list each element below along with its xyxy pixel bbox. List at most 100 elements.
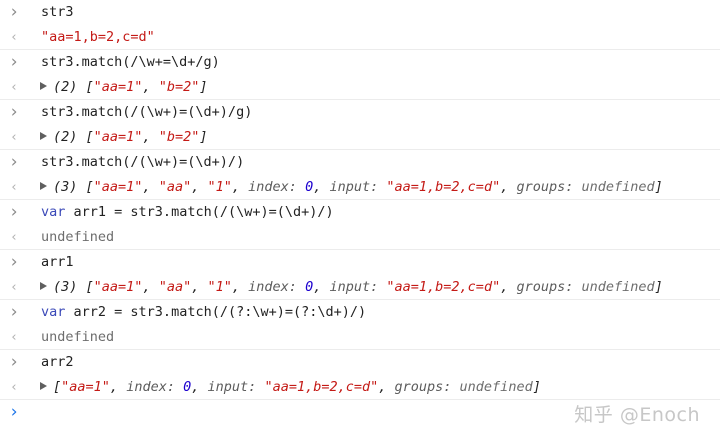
command-text: str3.match(/\w+=\d+/g) bbox=[41, 54, 220, 70]
index-key: index: bbox=[126, 378, 175, 395]
result-chevron-icon bbox=[7, 125, 21, 150]
console-line: (2) ["aa=1", "b=2"] bbox=[40, 75, 208, 100]
console-row: (3) ["aa=1", "aa", "1", index: 0, input:… bbox=[0, 175, 720, 200]
array-preview[interactable]: (3) ["aa=1", "aa", "1", index: 0, input:… bbox=[53, 278, 663, 295]
var-keyword: var bbox=[41, 304, 66, 320]
input-chevron-icon bbox=[7, 250, 21, 275]
index-value: 0 bbox=[183, 378, 192, 395]
input-chevron-icon bbox=[7, 100, 21, 125]
index-value: 0 bbox=[305, 178, 314, 195]
expand-triangle-icon[interactable] bbox=[40, 281, 47, 290]
prompt-chevron-icon bbox=[7, 400, 21, 425]
console-row: undefined bbox=[0, 325, 720, 350]
string-result: "aa=1,b=2,c=d" bbox=[41, 28, 155, 45]
console-line: arr1 bbox=[41, 250, 74, 275]
array-item: "aa" bbox=[158, 278, 192, 295]
groups-value: undefined bbox=[459, 378, 533, 395]
undefined-result: undefined bbox=[41, 328, 115, 345]
array-count: (3) bbox=[53, 278, 78, 295]
array-preview[interactable]: (3) ["aa=1", "aa", "1", index: 0, input:… bbox=[53, 178, 663, 195]
array-item: "aa=1" bbox=[93, 78, 143, 95]
console-line: ["aa=1", index: 0, input: "aa=1,b=2,c=d"… bbox=[40, 375, 541, 400]
console-line: undefined bbox=[41, 225, 114, 250]
array-preview[interactable]: ["aa=1", index: 0, input: "aa=1,b=2,c=d"… bbox=[53, 378, 541, 395]
watermark: 知乎 @Enoch bbox=[574, 404, 700, 426]
input-value: "aa=1,b=2,c=d" bbox=[386, 278, 501, 295]
console-line: var arr1 = str3.match(/(\w+)=(\d+)/) bbox=[41, 200, 334, 225]
result-chevron-icon bbox=[7, 225, 21, 250]
console-line: (2) ["aa=1", "b=2"] bbox=[40, 125, 208, 150]
array-item: "aa=1" bbox=[93, 178, 143, 195]
console-row: str3.match(/\w+=\d+/g) bbox=[0, 50, 720, 75]
console-line: arr2 bbox=[41, 350, 74, 375]
console-row: arr1 bbox=[0, 250, 720, 275]
groups-key: groups: bbox=[516, 178, 574, 195]
input-chevron-icon bbox=[7, 300, 21, 325]
input-key: input: bbox=[207, 378, 257, 395]
array-count: (2) bbox=[53, 78, 78, 95]
console-line: str3.match(/\w+=\d+/g) bbox=[41, 50, 220, 75]
result-chevron-icon bbox=[7, 275, 21, 300]
var-keyword: var bbox=[41, 204, 66, 220]
expand-triangle-icon[interactable] bbox=[40, 381, 47, 390]
result-chevron-icon bbox=[7, 175, 21, 200]
console-row: "aa=1,b=2,c=d" bbox=[0, 25, 720, 50]
console-row: (3) ["aa=1", "aa", "1", index: 0, input:… bbox=[0, 275, 720, 300]
input-value: "aa=1,b=2,c=d" bbox=[264, 378, 379, 395]
input-chevron-icon bbox=[7, 150, 21, 175]
console-line: var arr2 = str3.match(/(?:\w+)=(?:\d+)/) bbox=[41, 300, 366, 325]
command-text: arr1 = str3.match(/(\w+)=(\d+)/) bbox=[73, 204, 334, 220]
array-count: (2) bbox=[53, 128, 78, 145]
command-text: arr2 = str3.match(/(?:\w+)=(?:\d+)/) bbox=[73, 304, 367, 320]
console-row: (2) ["aa=1", "b=2"] bbox=[0, 75, 720, 100]
console-row: arr2 bbox=[0, 350, 720, 375]
expand-triangle-icon[interactable] bbox=[40, 131, 47, 140]
array-item: "aa" bbox=[158, 178, 192, 195]
console-row: str3.match(/(\w+)=(\d+)/) bbox=[0, 150, 720, 175]
input-value: "aa=1,b=2,c=d" bbox=[386, 178, 501, 195]
array-item: "1" bbox=[207, 178, 232, 195]
array-item: "aa=1" bbox=[93, 278, 143, 295]
console-line: str3 bbox=[41, 0, 74, 25]
input-key: input: bbox=[329, 278, 379, 295]
array-item: "aa=1" bbox=[93, 128, 143, 145]
index-key: index: bbox=[248, 278, 297, 295]
console-line: str3.match(/(\w+)=(\d+)/) bbox=[41, 150, 244, 175]
array-item: "b=2" bbox=[158, 78, 200, 95]
console-line: str3.match(/(\w+)=(\d+)/g) bbox=[41, 100, 252, 125]
groups-key: groups: bbox=[394, 378, 452, 395]
input-chevron-icon bbox=[7, 200, 21, 225]
array-preview[interactable]: (2) ["aa=1", "b=2"] bbox=[53, 78, 208, 95]
index-value: 0 bbox=[305, 278, 314, 295]
console-line: undefined bbox=[41, 325, 114, 350]
groups-value: undefined bbox=[581, 178, 655, 195]
input-chevron-icon bbox=[7, 350, 21, 375]
command-text: str3.match(/(\w+)=(\d+)/g) bbox=[41, 104, 253, 120]
console-line: (3) ["aa=1", "aa", "1", index: 0, input:… bbox=[40, 175, 663, 200]
expand-triangle-icon[interactable] bbox=[40, 81, 47, 90]
console-row: str3.match(/(\w+)=(\d+)/g) bbox=[0, 100, 720, 125]
console-line: (3) ["aa=1", "aa", "1", index: 0, input:… bbox=[40, 275, 663, 300]
groups-value: undefined bbox=[581, 278, 655, 295]
input-chevron-icon bbox=[7, 50, 21, 75]
console-line: "aa=1,b=2,c=d" bbox=[41, 25, 155, 50]
array-count: (3) bbox=[53, 178, 78, 195]
console-row: var arr1 = str3.match(/(\w+)=(\d+)/) bbox=[0, 200, 720, 225]
console-row: str3 bbox=[0, 0, 720, 25]
devtools-console: str3 "aa=1,b=2,c=d" str3.match(/\w+=\d+/g)… bbox=[0, 0, 720, 425]
groups-key: groups: bbox=[516, 278, 574, 295]
input-chevron-icon bbox=[7, 0, 21, 25]
result-chevron-icon bbox=[7, 75, 21, 100]
result-chevron-icon bbox=[7, 325, 21, 350]
array-item: "1" bbox=[207, 278, 232, 295]
undefined-result: undefined bbox=[41, 228, 115, 245]
array-item: "b=2" bbox=[158, 128, 200, 145]
expand-triangle-icon[interactable] bbox=[40, 181, 47, 190]
command-text: arr1 bbox=[41, 254, 74, 270]
array-preview[interactable]: (2) ["aa=1", "b=2"] bbox=[53, 128, 208, 145]
array-item: "aa=1" bbox=[61, 378, 110, 395]
index-key: index: bbox=[248, 178, 297, 195]
console-row: ["aa=1", index: 0, input: "aa=1,b=2,c=d"… bbox=[0, 375, 720, 400]
result-chevron-icon bbox=[7, 375, 21, 400]
console-row: (2) ["aa=1", "b=2"] bbox=[0, 125, 720, 150]
